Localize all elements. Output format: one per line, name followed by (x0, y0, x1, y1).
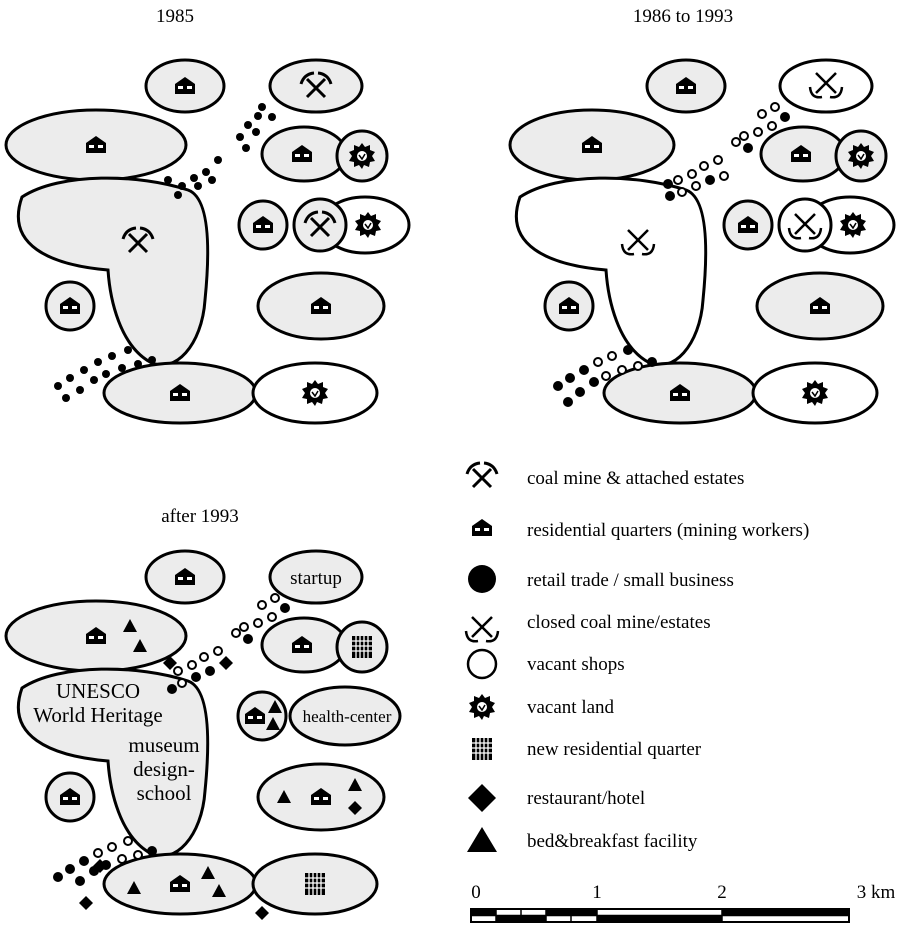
legend-label: new residential quarter (527, 739, 702, 760)
filled-dot-icon (468, 565, 496, 593)
pickaxe-icon (465, 461, 499, 489)
label-unesco-1: UNESCO (56, 679, 140, 703)
legend-label: vacant shops (527, 654, 625, 675)
legend-label: vacant land (527, 697, 615, 718)
label-startup: startup (290, 568, 342, 589)
scale-tick-2: 2 (717, 882, 727, 903)
scale-tick-0: 0 (471, 882, 481, 903)
diamond-icon (79, 896, 93, 910)
label-school: school (137, 781, 192, 805)
legend-label: retail trade / small business (527, 570, 734, 591)
panel-title-1986-1993: 1986 to 1993 (633, 6, 733, 27)
panel-after-1993: startup UNESCO World Heritage museum des… (4, 549, 402, 920)
legend-label: bed&breakfast facility (527, 831, 698, 852)
label-museum: museum (128, 733, 199, 757)
panel-title-after-1993: after 1993 (161, 506, 239, 527)
legend: coal mine & attached estates residential… (464, 461, 809, 852)
legend-item-pickaxe: coal mine & attached estates (465, 461, 744, 489)
shrub-icon (468, 693, 496, 721)
house-icon (472, 519, 492, 536)
scale-tick-3: 3 km (857, 882, 896, 903)
legend-label: residential quarters (mining workers) (527, 520, 809, 541)
shop-dots (553, 102, 790, 407)
label-health-center: health-center (303, 707, 392, 726)
building-icon (304, 872, 326, 896)
legend-item-filled-dot: retail trade / small business (468, 565, 734, 593)
building-icon (471, 737, 493, 761)
legend-item-house: residential quarters (mining workers) (472, 519, 809, 541)
legend-item-closed-mine: closed coal mine/estates (464, 612, 711, 643)
legend-item-triangle: bed&breakfast facility (467, 827, 698, 852)
retail-dots (54, 103, 276, 402)
building-icon (351, 635, 373, 659)
label-unesco-2: World Heritage (33, 703, 163, 727)
diamond-icon (219, 656, 233, 670)
panel-title-1985: 1985 (156, 6, 194, 27)
legend-item-shrub: vacant land (468, 693, 615, 721)
diamond-icon (468, 784, 496, 812)
panel-1985 (4, 58, 411, 425)
legend-label: closed coal mine/estates (527, 612, 711, 633)
panel-1986-1993 (508, 58, 896, 425)
legend-label: restaurant/hotel (527, 788, 645, 809)
label-design: design- (133, 757, 195, 781)
legend-item-diamond: restaurant/hotel (468, 784, 645, 812)
diamond-icon (255, 906, 269, 920)
open-circle-icon (466, 648, 498, 680)
scale-tick-1: 1 (592, 882, 602, 903)
triangle-icon (467, 827, 497, 852)
legend-item-open-circle: vacant shops (466, 648, 625, 680)
scale-bar: 0 1 2 3 km (470, 882, 896, 923)
legend-label: coal mine & attached estates (527, 468, 744, 489)
legend-item-building: new residential quarter (471, 737, 702, 761)
closed-mine-icon (464, 615, 500, 643)
